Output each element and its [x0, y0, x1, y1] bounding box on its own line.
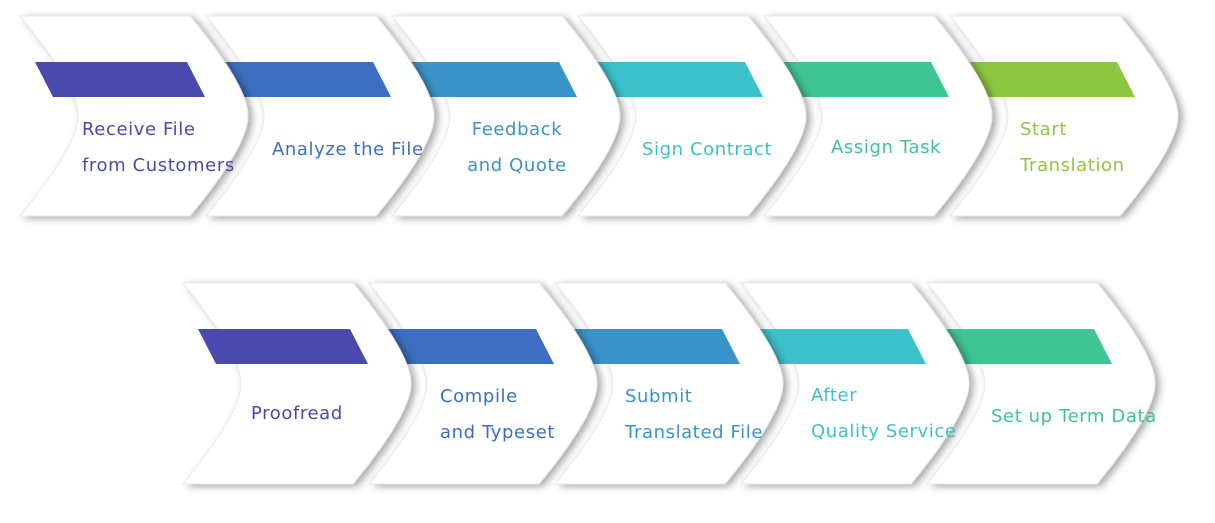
color-band-set-up-term-data	[942, 329, 1112, 364]
step-label-feedback-quote: Feedback and Quote	[467, 119, 567, 176]
color-band-sign-contract	[593, 62, 763, 97]
color-band-after-quality-service	[756, 329, 926, 364]
step-label-proofread: Proofread	[251, 403, 343, 424]
step-label-receive-file: Receive File from Customers	[82, 119, 235, 176]
step-label-start-translation: Start Translation	[1020, 119, 1125, 176]
color-band-assign-task	[779, 62, 949, 97]
color-band-start-translation	[965, 62, 1135, 97]
step-label-assign-task: Assign Task	[831, 137, 942, 158]
step-label-set-up-term-data: Set up Term Data	[991, 406, 1157, 427]
step-label-sign-contract: Sign Contract	[642, 139, 773, 160]
step-label-analyze-file: Analyze the File	[272, 139, 424, 160]
color-band-feedback-quote	[407, 62, 577, 97]
color-band-analyze-file	[221, 62, 391, 97]
chevron-proofread	[181, 282, 412, 485]
step-label-after-quality-service: After Quality Service	[811, 385, 957, 442]
color-band-submit-translated-file	[570, 329, 740, 364]
color-band-compile-typeset	[384, 329, 554, 364]
color-band-proofread	[198, 329, 368, 364]
step-label-compile-typeset: Compile and Typeset	[440, 386, 556, 443]
step-label-submit-translated-file: Submit Translated File	[625, 386, 763, 443]
color-band-receive-file	[35, 62, 205, 97]
